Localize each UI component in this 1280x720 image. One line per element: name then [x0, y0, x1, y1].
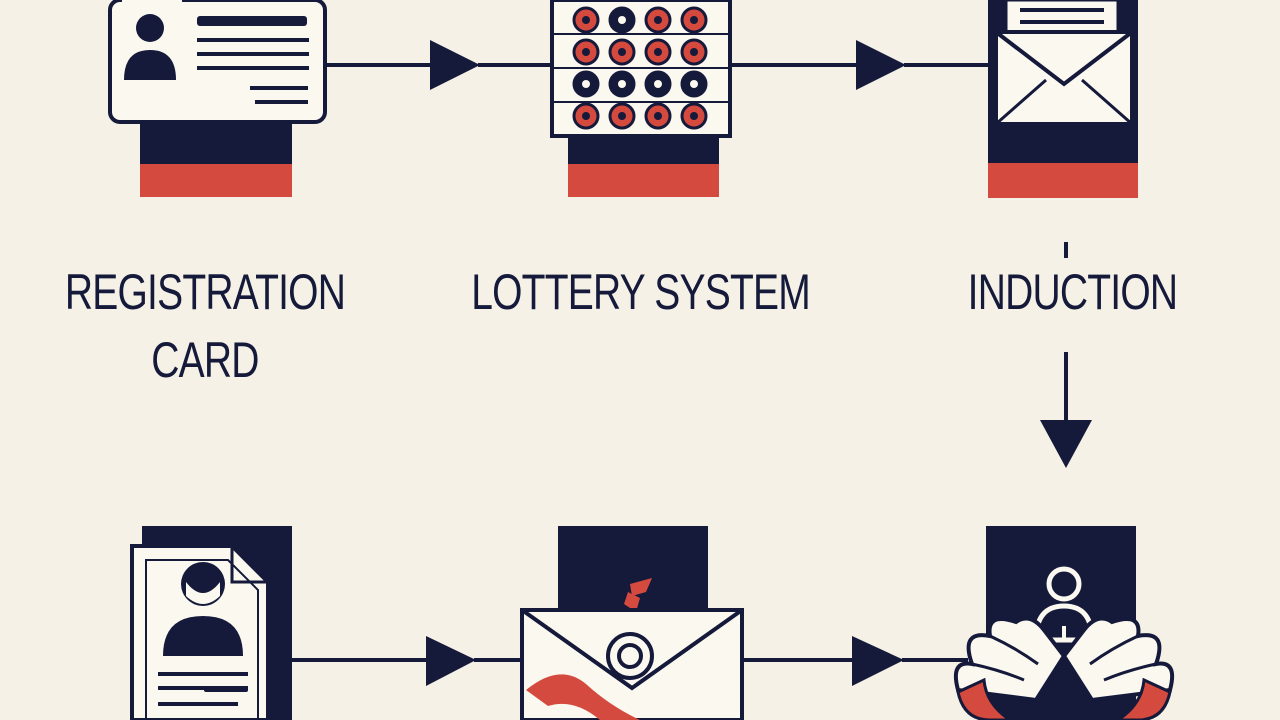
lottery-ball-center: [690, 80, 698, 88]
induction-label-text: INDUCTION: [967, 264, 1178, 320]
person-document-icon: [130, 526, 292, 720]
envelope-letter-icon: [988, 0, 1138, 198]
lottery-ball-center: [654, 80, 662, 88]
lottery-ball-center: [654, 48, 662, 56]
lottery-ball-center: [690, 112, 698, 120]
registration-card-icon: [108, 0, 327, 197]
lottery-ball-center: [582, 16, 590, 24]
lottery-label-text: LOTTERY SYSTEM: [471, 264, 811, 320]
registration-card-label: REGISTRATION CARD: [65, 258, 346, 394]
lottery-ball-center: [654, 112, 662, 120]
arrow-right-icon: [292, 636, 524, 686]
lottery-ball-center: [618, 112, 626, 120]
lottery-ball-center: [618, 48, 626, 56]
lottery-ball-center: [690, 16, 698, 24]
lottery-ball-center: [618, 16, 626, 24]
arrow-right-icon: [742, 636, 968, 686]
lottery-ball-center: [618, 80, 626, 88]
registration-label-line-1: REGISTRATION: [64, 264, 346, 320]
registration-label-line-2: CARD: [151, 332, 259, 388]
sealed-envelope-icon: [520, 526, 744, 720]
arrow-down-icon: [1040, 242, 1092, 468]
lottery-ball-center: [690, 48, 698, 56]
lottery-grid-icon: [550, 0, 732, 197]
lottery-ball-center: [582, 48, 590, 56]
arrow-right-icon: [730, 40, 990, 90]
lottery-ball-center: [582, 80, 590, 88]
arrow-right-icon: [325, 40, 553, 90]
lottery-system-label: LOTTERY SYSTEM: [471, 258, 811, 326]
lottery-ball-center: [654, 16, 662, 24]
induction-label: INDUCTION: [938, 258, 1207, 326]
person-wings-icon: [953, 526, 1175, 720]
lottery-ball-center: [582, 112, 590, 120]
